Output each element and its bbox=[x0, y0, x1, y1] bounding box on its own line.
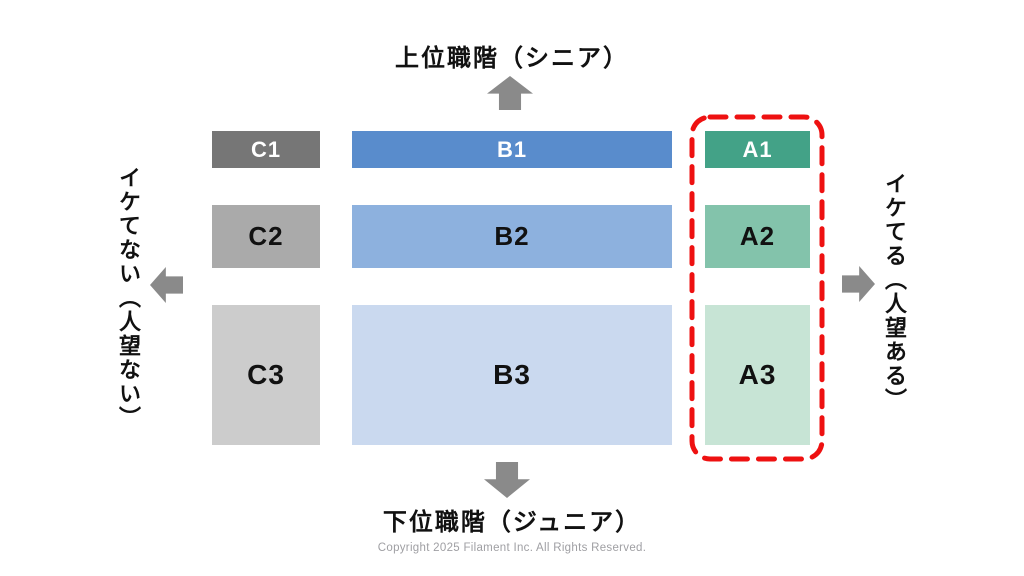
arrow-right-icon bbox=[842, 266, 875, 302]
left-axis-label: イケてない（人望ない） bbox=[116, 166, 141, 430]
arrow-left-icon bbox=[150, 267, 183, 303]
arrow-down-icon bbox=[484, 462, 530, 498]
cell-c3: C3 bbox=[212, 305, 320, 445]
copyright-text: Copyright 2025 Filament Inc. All Rights … bbox=[377, 542, 647, 554]
top-axis-label: 上位職階（シニア） bbox=[395, 45, 629, 72]
cell-c1: C1 bbox=[212, 131, 320, 168]
cell-a2: A2 bbox=[705, 205, 810, 268]
cell-b2: B2 bbox=[352, 205, 672, 268]
cell-b1: B1 bbox=[352, 131, 672, 168]
bottom-axis-label: 下位職階（ジュニア） bbox=[382, 509, 642, 536]
arrow-up-icon bbox=[487, 76, 533, 110]
highlight-frame bbox=[689, 114, 825, 462]
cell-a3: A3 bbox=[705, 305, 810, 445]
cell-b3: B3 bbox=[352, 305, 672, 445]
highlight-dashed-rect bbox=[689, 114, 825, 462]
cell-a1: A1 bbox=[705, 131, 810, 168]
cell-c2: C2 bbox=[212, 205, 320, 268]
right-axis-label: イケてる（人望ある） bbox=[882, 172, 907, 412]
